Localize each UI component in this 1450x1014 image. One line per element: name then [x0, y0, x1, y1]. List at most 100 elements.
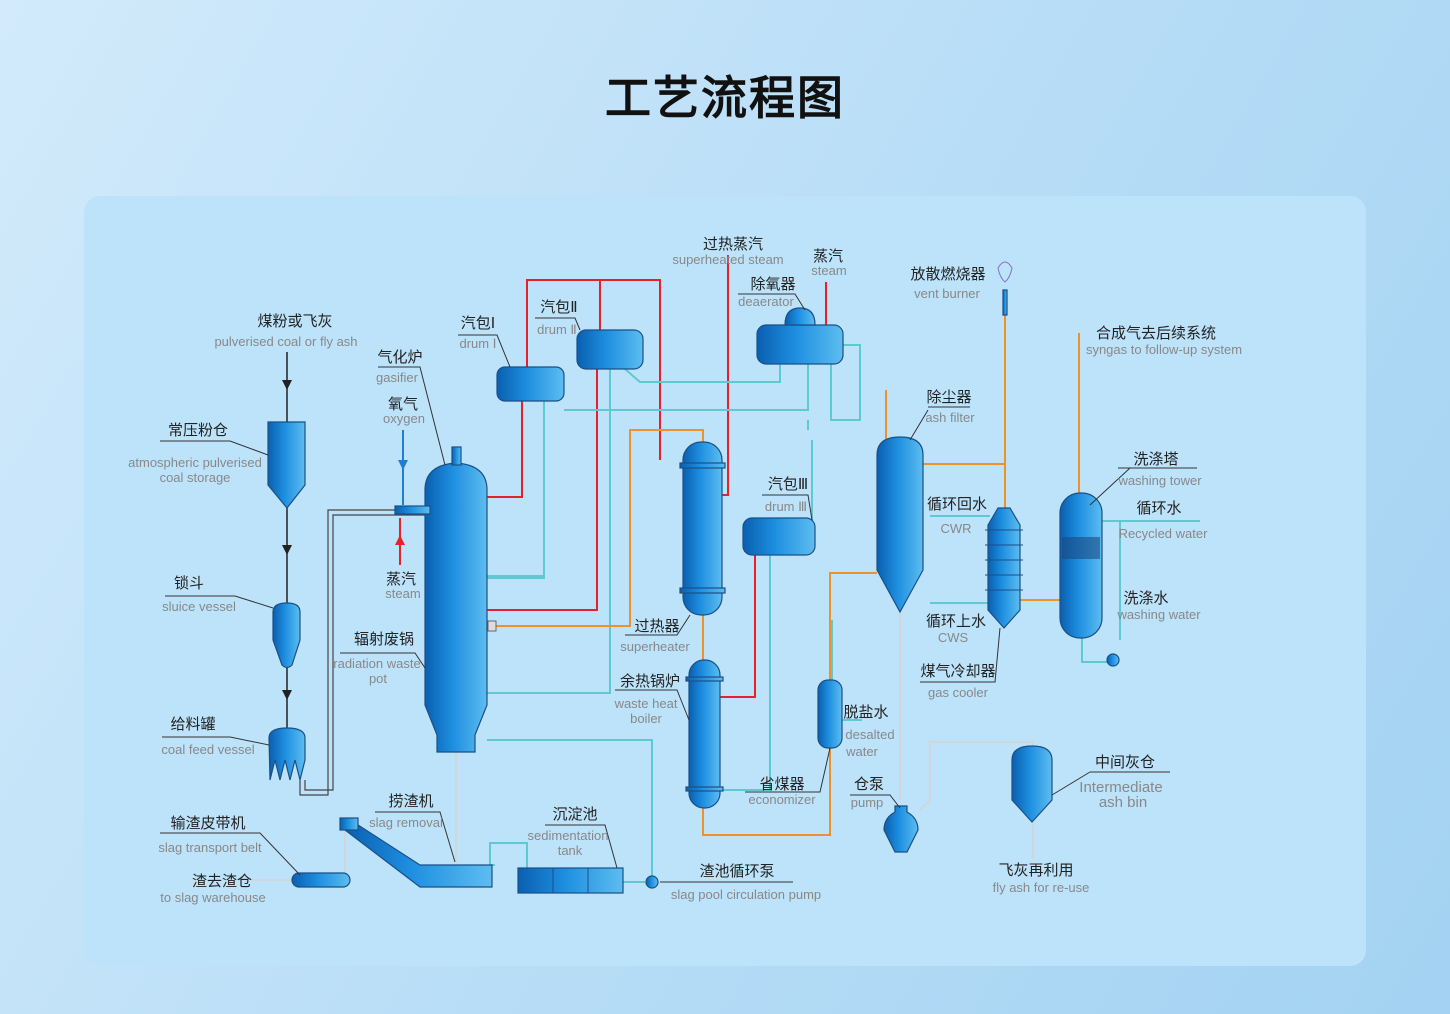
slag-transport-belt — [291, 872, 351, 888]
label-steam-top-en: steam — [811, 263, 846, 278]
label-radiation-en2: pot — [369, 671, 387, 686]
label-superheated-en: superheated steam — [672, 252, 783, 267]
label-drum1-en: drum Ⅰ — [459, 336, 496, 351]
label-desalted-en2: water — [845, 744, 878, 759]
label-recycled-en: Recycled water — [1119, 526, 1209, 541]
label-sedimentation: 沉淀池 — [552, 805, 597, 823]
label-storage-en: atmospheric pulverised — [128, 455, 262, 470]
economizer-vessel — [817, 679, 843, 749]
label-steam-in-en: steam — [385, 586, 420, 601]
label-economizer-en: economizer — [748, 792, 816, 807]
deaerator-vessel — [756, 324, 844, 365]
label-storage-en2: coal storage — [160, 470, 231, 485]
label-ashbin-en2: ash bin — [1099, 794, 1147, 811]
label-washwater-en: washing water — [1116, 607, 1201, 622]
label-drum2-en: drum Ⅱ — [537, 322, 577, 337]
label-cws: 循环上水 — [926, 612, 986, 630]
label-wasteheat-en: waste heat — [614, 696, 678, 711]
label-slagbelt-en: slag transport belt — [158, 840, 262, 855]
drum-2 — [576, 329, 644, 370]
label-slagpump-en: slag pool circulation pump — [671, 887, 821, 902]
label-slagwarehouse-en: to slag warehouse — [160, 890, 266, 905]
label-wasteheat-en2: boiler — [630, 711, 662, 726]
label-radiation: 辐射废锅 — [354, 630, 414, 648]
label-cwr-en: CWR — [940, 521, 971, 536]
label-feed: 给料罐 — [170, 715, 215, 733]
label-superheater: 过热器 — [634, 617, 679, 635]
label-drum2: 汽包Ⅱ — [540, 298, 577, 316]
label-coal-input-en: pulverised coal or fly ash — [214, 334, 357, 349]
gasifier-drum1-steam — [487, 367, 523, 498]
label-cws-en: CWS — [938, 630, 969, 645]
waste-heat-boiler-vessel — [688, 659, 721, 809]
label-vent-en: vent burner — [914, 286, 980, 301]
label-desalted: 脱盐水 — [843, 703, 888, 721]
label-ashfilter: 除尘器 — [926, 388, 971, 406]
label-pump: 仓泵 — [854, 775, 884, 793]
label-economizer: 省煤器 — [759, 775, 804, 793]
label-syngas: 合成气去后续系统 — [1096, 324, 1216, 342]
label-ashfilter-en: ash filter — [925, 410, 975, 425]
label-ashbin-en: Intermediate — [1079, 779, 1162, 796]
label-superheater-en: superheater — [620, 639, 690, 654]
label-slagremoval-en: slag removal — [369, 815, 443, 830]
label-deaerator: 除氧器 — [750, 275, 795, 293]
label-slagwarehouse: 渣去渣仓 — [192, 872, 252, 890]
label-gascooler: 煤气冷却器 — [920, 662, 995, 680]
vent-burner-flame-icon — [997, 261, 1013, 283]
washing-tower-vessel — [1059, 492, 1103, 639]
slag-pool-pump — [645, 875, 659, 889]
label-slagpump: 渣池循环泵 — [699, 862, 774, 880]
label-washwater: 洗涤水 — [1123, 589, 1168, 607]
superheater-vessel — [682, 441, 723, 616]
label-syngas-en: syngas to follow-up system — [1086, 342, 1242, 357]
label-oxygen-en: oxygen — [383, 411, 425, 426]
label-washtower: 洗涤塔 — [1133, 450, 1178, 468]
leader-lines — [160, 293, 1197, 883]
label-sedimentation-en2: tank — [558, 843, 583, 858]
label-flyash: 飞灰再利用 — [998, 861, 1073, 879]
burner — [394, 505, 431, 515]
labels: 煤粉或飞灰 pulverised coal or fly ash 常压粉仓 at… — [128, 235, 1242, 905]
drum1-return — [487, 401, 545, 579]
coal-feed-vessel — [268, 727, 306, 781]
superheated-steam-line — [722, 255, 729, 496]
gasifier-vessel — [424, 462, 488, 753]
washing-pump — [1106, 653, 1120, 667]
label-deaerator-en: deaerator — [738, 294, 794, 309]
label-gasifier: 气化炉 — [377, 348, 422, 366]
label-drum3: 汽包Ⅲ — [768, 475, 808, 493]
label-coal-input: 煤粉或飞灰 — [257, 312, 332, 330]
label-sluice-en: sluice vessel — [162, 599, 236, 614]
label-cwr: 循环回水 — [927, 495, 987, 513]
label-recycled: 循环水 — [1136, 499, 1181, 517]
label-washtower-en: washing tower — [1117, 473, 1202, 488]
label-gascooler-en: gas cooler — [928, 685, 989, 700]
label-gasifier-en: gasifier — [376, 370, 419, 385]
label-slagbelt: 输渣皮带机 — [170, 814, 245, 832]
label-desalted-en: desalted — [845, 727, 894, 742]
label-storage: 常压粉仓 — [168, 421, 228, 439]
label-sluice: 锁斗 — [174, 574, 204, 592]
equipment — [267, 261, 1120, 894]
sluice-vessel — [272, 602, 301, 669]
label-sedimentation-en: sedimentation — [528, 828, 609, 843]
label-ashbin: 中间灰仓 — [1095, 753, 1155, 771]
sedimentation-tank — [517, 867, 624, 894]
label-feed-en: coal feed vessel — [161, 742, 254, 757]
intermediate-ash-bin — [1011, 745, 1053, 823]
page-title: 工艺流程图 — [605, 71, 845, 125]
gas-cooler-vessel — [987, 507, 1021, 629]
label-steam-top: 蒸汽 — [813, 247, 843, 265]
slag-removal-conveyor — [343, 822, 493, 888]
coal-feed-pipe — [299, 509, 425, 796]
gasifier-nozzle — [451, 446, 462, 466]
label-radiation-en: radiation waste — [333, 656, 420, 671]
drum-1 — [496, 366, 565, 402]
label-vent: 放散燃烧器 — [910, 265, 985, 283]
ash-filter-vessel — [876, 436, 924, 614]
label-steam-in: 蒸汽 — [386, 570, 416, 588]
ash-pump — [883, 805, 919, 853]
coal-storage-vessel — [267, 421, 306, 509]
